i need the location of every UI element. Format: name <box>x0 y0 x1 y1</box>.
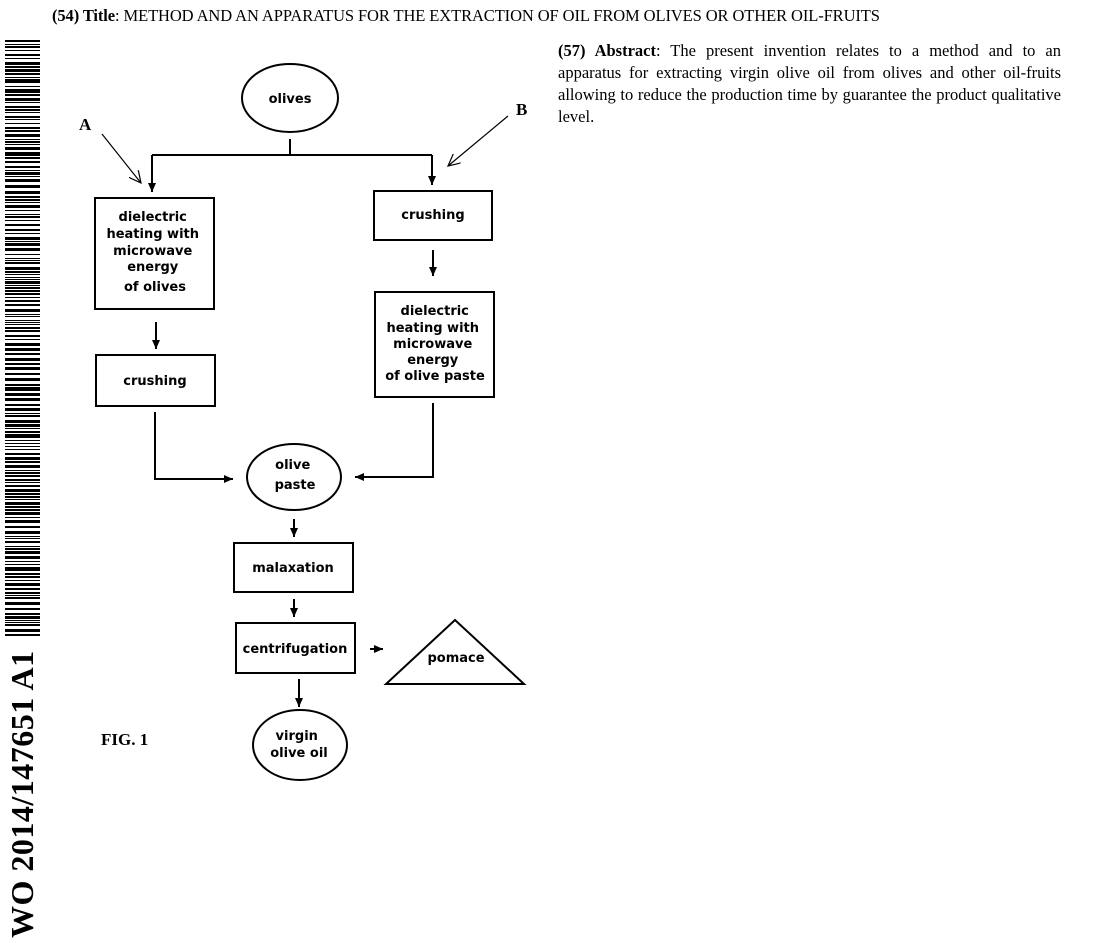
node-crushing-b-label: crushing <box>401 208 464 223</box>
node-olive-paste-label: olive paste <box>275 458 316 493</box>
label-a-pointer <box>101 133 141 183</box>
label-b: B <box>516 100 527 119</box>
figure-caption: FIG. 1 <box>101 730 148 749</box>
node-centrifugation-label: centrifugation <box>243 642 348 657</box>
arrow-crushing-a-to-paste <box>154 412 233 483</box>
node-olive-paste-shape <box>246 443 342 511</box>
abstract-text: : The present invention relates to a met… <box>558 41 1061 126</box>
patent-title: (54) Title: METHOD AND AN APPARATUS FOR … <box>52 6 880 26</box>
title-prefix: (54) Title <box>52 6 116 25</box>
node-malaxation-label: malaxation <box>252 561 334 576</box>
node-olives-label: olives <box>269 92 312 107</box>
node-virgin-oil-label: virgin olive oil <box>270 729 328 761</box>
barcode <box>5 40 40 636</box>
node-virgin-oil-shape <box>252 709 348 781</box>
label-a: A <box>79 115 92 134</box>
node-heating-b-label: dielectric heating with microwave energy… <box>385 304 485 384</box>
node-olives-shape <box>241 63 339 133</box>
abstract: (57) Abstract: The present invention rel… <box>558 40 1061 128</box>
arrow-heating-b-to-paste <box>355 403 434 481</box>
node-pomace-label: pomace <box>427 651 484 666</box>
node-heating-a-shape <box>94 197 215 310</box>
abstract-prefix: (57) Abstract <box>558 41 656 60</box>
node-pomace-shape <box>383 618 527 685</box>
node-centrifugation-shape <box>235 622 356 674</box>
node-crushing-a-shape <box>95 354 216 407</box>
node-crushing-a-label: crushing <box>123 374 186 389</box>
title-text: : METHOD AND AN APPARATUS FOR THE EXTRAC… <box>115 6 880 25</box>
node-crushing-b-shape <box>373 190 493 241</box>
node-heating-a-label: dielectric heating with microwave energy… <box>106 210 203 295</box>
node-heating-b-shape <box>374 291 495 398</box>
node-malaxation-shape <box>233 542 354 593</box>
label-b-pointer <box>448 115 509 166</box>
